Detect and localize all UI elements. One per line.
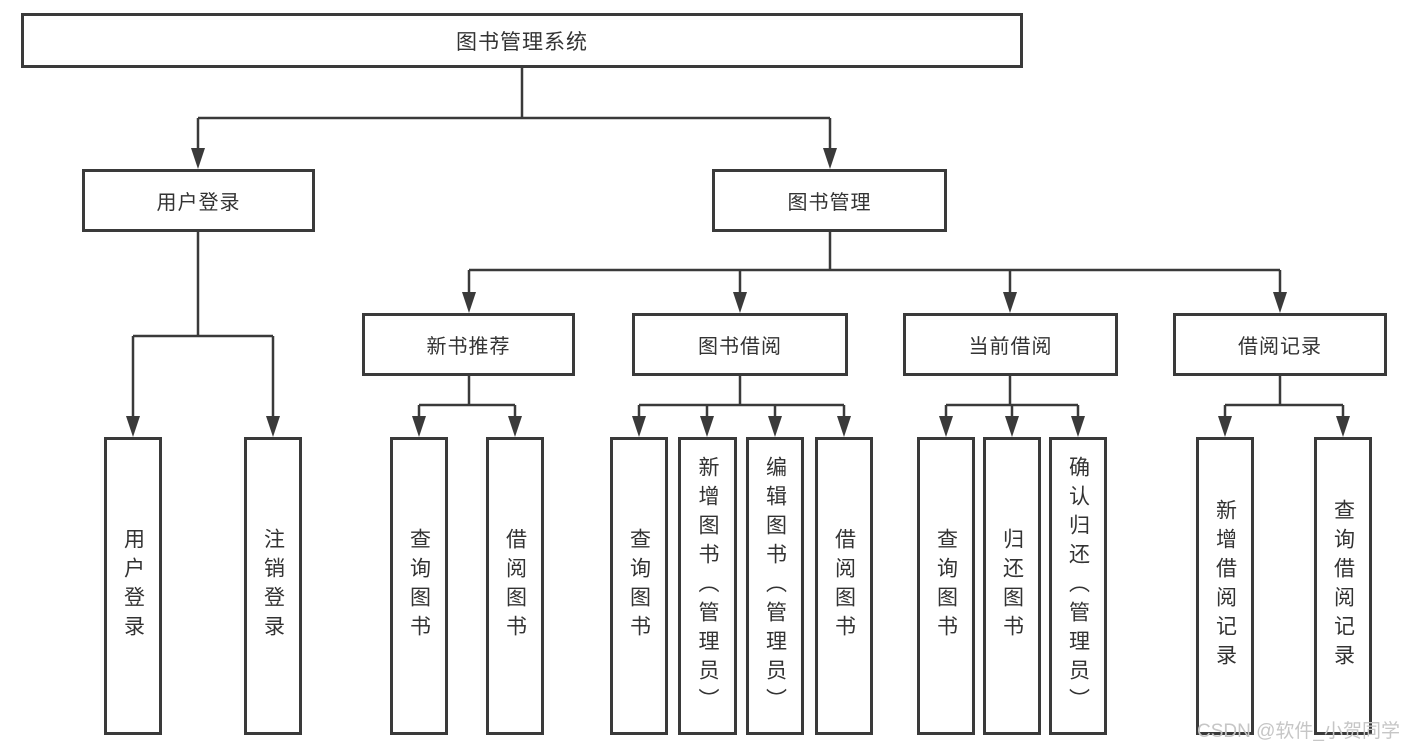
leaf-add-books-admin: 新增图书（管理员） [678, 437, 737, 735]
leaf-edit-books-admin: 编辑图书（管理员） [746, 437, 804, 735]
node-label: 用户登录 [156, 192, 241, 214]
node-label: 注销登录 [261, 528, 285, 644]
node-borrowing-records: 借阅记录 [1173, 313, 1387, 376]
node-label: 当前借阅 [968, 336, 1053, 358]
connector-paths [131, 68, 1345, 419]
leaf-current-query-books: 查询图书 [917, 437, 975, 735]
leaf-confirm-return-admin: 确认归还（管理员） [1049, 437, 1107, 735]
node-label: 新书推荐 [426, 336, 511, 358]
csdn-watermark: CSDN @软件_小贺同学 [1197, 721, 1400, 742]
leaf-recommend-query-books: 查询图书 [390, 437, 448, 735]
node-label: 图书管理系统 [456, 30, 588, 54]
node-label: 归还图书 [1000, 528, 1024, 644]
node-library-management-system: 图书管理系统 [21, 13, 1023, 68]
leaf-add-borrow-record: 新增借阅记录 [1196, 437, 1254, 735]
node-label: 查询图书 [934, 528, 958, 644]
node-label: 用户登录 [121, 528, 145, 644]
arrowheads [126, 148, 1350, 437]
node-label: 借阅图书 [503, 528, 527, 644]
node-label: 图书借阅 [698, 336, 782, 358]
node-label: 借阅图书 [832, 528, 856, 644]
node-book-borrowing: 图书借阅 [632, 313, 848, 376]
leaf-borrowing-borrow-books: 借阅图书 [815, 437, 873, 735]
leaf-recommend-borrow-books: 借阅图书 [486, 437, 544, 735]
node-label: 新增借阅记录 [1213, 499, 1237, 673]
node-label: 编辑图书（管理员） [763, 455, 787, 717]
leaf-user-login: 用户登录 [104, 437, 162, 735]
node-label: 图书管理 [787, 192, 872, 214]
leaf-query-borrow-record: 查询借阅记录 [1314, 437, 1372, 735]
leaf-borrowing-query-books: 查询图书 [610, 437, 668, 735]
node-label: 查询图书 [627, 528, 651, 644]
leaf-logout: 注销登录 [244, 437, 302, 735]
node-label: 借阅记录 [1238, 336, 1322, 358]
node-new-book-recommendation: 新书推荐 [362, 313, 575, 376]
node-user-login: 用户登录 [82, 169, 315, 232]
node-label: 确认归还（管理员） [1066, 455, 1090, 717]
node-book-management: 图书管理 [712, 169, 947, 232]
node-label: 新增图书（管理员） [696, 455, 719, 717]
node-label: 查询借阅记录 [1331, 499, 1355, 673]
leaf-return-books: 归还图书 [983, 437, 1041, 735]
node-current-borrowing: 当前借阅 [903, 313, 1118, 376]
node-label: 查询图书 [407, 528, 431, 644]
